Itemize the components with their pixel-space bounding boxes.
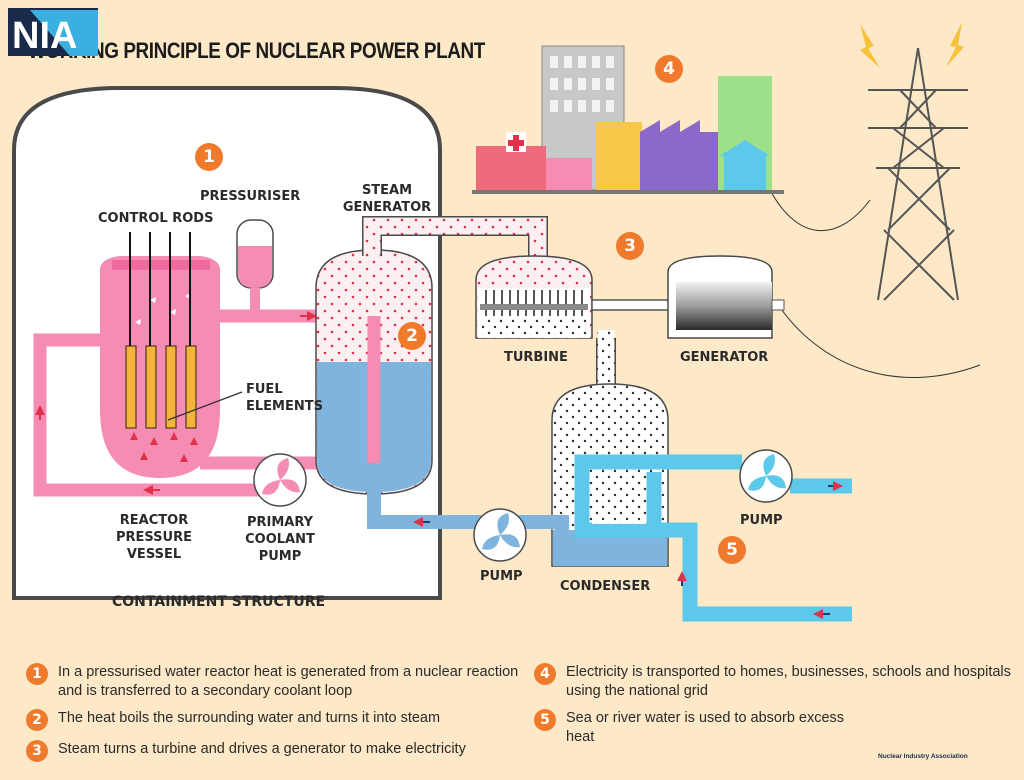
label-rpv-line3: VESSEL (126, 547, 182, 562)
legend-item-3: 3 Steam turns a turbine and drives a gen… (26, 740, 526, 762)
legend-item-4: 4 Electricity is transported to homes, b… (534, 663, 1016, 701)
legend-text-1: In a pressurised water reactor heat is g… (58, 664, 519, 699)
feed-water-pipe (367, 492, 569, 546)
lightning-icon (860, 22, 964, 68)
label-fuel-elements-line2: ELEMENTS (246, 399, 323, 414)
label-fuel-elements: FUEL ELEMENTS (246, 381, 323, 415)
label-condenser: CONDENSER (560, 579, 651, 594)
feed-pump-drawing (473, 508, 527, 562)
turbine-shaft (591, 299, 677, 311)
label-pressuriser: PRESSURISER (200, 189, 301, 204)
logo-mark: NIA (12, 15, 77, 57)
label-steam-generator-line2: GENERATOR (342, 200, 432, 215)
reactor-vessel (100, 256, 220, 478)
label-primary-coolant-pump: PRIMARY COOLANT PUMP (232, 514, 328, 565)
steam-generator (315, 249, 433, 495)
legend-text-5: Sea or river water is used to absorb exc… (566, 710, 845, 745)
label-pump-feed: PUMP (480, 569, 523, 584)
label-pcp-line2: COOLANT (245, 532, 315, 547)
label-steam-generator-line1: STEAM (361, 183, 413, 198)
legend-item-5: 5 Sea or river water is used to absorb e… (534, 709, 874, 747)
turbine (475, 255, 593, 339)
label-pcp-line3: PUMP (258, 549, 302, 564)
legend-badge-3: 3 (26, 740, 48, 762)
label-pcp-line1: PRIMARY (246, 515, 314, 530)
legend-badge-2: 2 (26, 709, 48, 731)
page-title: WORKING PRINCIPLE OF NUCLEAR POWER PLANT (28, 38, 485, 63)
label-rpv-line2: PRESSURE (115, 530, 192, 545)
legend-text-3: Steam turns a turbine and drives a gener… (58, 741, 466, 757)
legend-text-2: The heat boils the surrounding water and… (58, 710, 441, 726)
legend-badge-5: 5 (534, 709, 556, 731)
label-control-rods: CONTROL RODS (98, 211, 214, 226)
fuel-leader-line (167, 391, 243, 421)
control-rods (129, 232, 191, 346)
condenser-coil-inner (592, 472, 646, 524)
label-reactor-pressure-vessel: REACTOR PRESSURE VESSEL (106, 512, 202, 563)
logo-caption: Nuclear Industry Association (878, 753, 968, 760)
label-generator: GENERATOR (680, 350, 769, 365)
label-turbine: TURBINE (504, 350, 568, 365)
legend-item-1: 1 In a pressurised water reactor heat is… (26, 663, 526, 701)
label-steam-generator: STEAM GENERATOR (332, 182, 442, 216)
generator (667, 255, 785, 339)
step-marker-2: 2 (398, 322, 426, 350)
cooling-pump-drawing (739, 449, 793, 503)
step-marker-3: 3 (616, 232, 644, 260)
pressuriser (236, 219, 274, 316)
pylon-icon (868, 47, 968, 301)
step-marker-4: 4 (655, 55, 683, 83)
step-marker-5: 5 (718, 536, 746, 564)
legend-text-4: Electricity is transported to homes, bus… (566, 664, 1011, 699)
label-pump-cooling: PUMP (740, 513, 783, 528)
label-rpv-line1: REACTOR (119, 513, 189, 528)
label-fuel-elements-line1: FUEL (246, 382, 283, 397)
legend-badge-4: 4 (534, 663, 556, 685)
nia-logo: NIA (8, 8, 98, 57)
city-skyline (472, 45, 784, 194)
primary-pump-drawing (253, 453, 307, 507)
label-containment-structure: CONTAINMENT STRUCTURE (112, 594, 326, 610)
power-lines (769, 189, 981, 378)
legend-badge-1: 1 (26, 663, 48, 685)
step-marker-1: 1 (195, 143, 223, 171)
legend-item-2: 2 The heat boils the surrounding water a… (26, 709, 526, 731)
